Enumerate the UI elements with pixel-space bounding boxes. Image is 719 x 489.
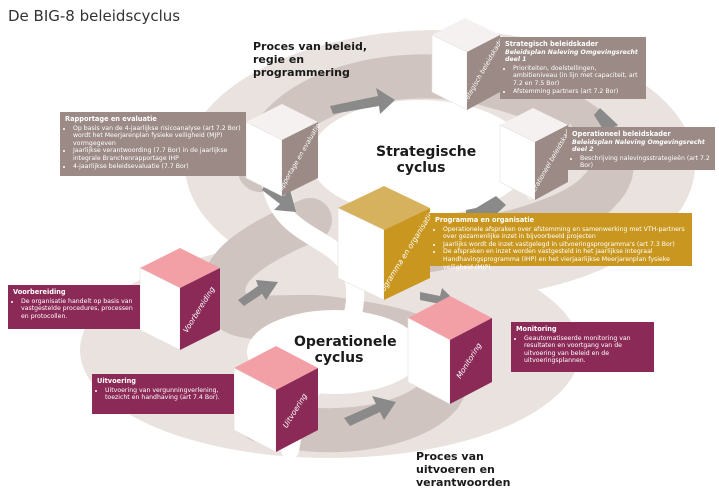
list-item: Operationele afspraken over afstemming e…	[443, 226, 687, 241]
box-operationeel: Operationeel beleidskader Beleidsplan Na…	[567, 127, 715, 170]
box-monitoring: Monitoring Geautomatiseerde monitoring v…	[511, 322, 654, 372]
list-item: 4-jaarlijkse beleidsevaluatie (7.7 Bor)	[73, 163, 241, 171]
box-strategisch-title: Strategisch beleidskader	[505, 40, 599, 48]
box-operationeel-subtitle: Beleidsplan Naleving Omgevingsrecht deel…	[572, 138, 705, 154]
list-item: Geautomatiseerde monitoring van resultat…	[524, 335, 649, 365]
list-item: Jaarlijkse verantwoording (7.7 Bor) in d…	[73, 147, 241, 162]
box-programma-title: Programma en organisatie	[435, 216, 535, 224]
label-strategische-cyclus: Strategische cyclus	[376, 144, 477, 176]
box-operationeel-title: Operationeel beleidskader	[572, 130, 671, 138]
list-item: Afstemming partners (art 7.2 Bor)	[513, 88, 641, 96]
label-operationele-cyclus: Operationele cyclus	[294, 334, 397, 366]
diagram-stage: Strategisch beleidskader Operationeel be…	[0, 0, 719, 474]
box-rapportage: Rapportage en evaluatie Op basis van de …	[60, 112, 246, 176]
label-proces-beleid: Proces van beleid, regie en programmerin…	[253, 40, 368, 79]
cube-monitoring	[407, 296, 492, 405]
list-item: Uitvoering van vergunningverlening, toez…	[105, 387, 229, 402]
box-monitoring-list: Geautomatiseerde monitoring van resultat…	[516, 335, 649, 365]
box-uitvoering-list: Uitvoering van vergunningverlening, toez…	[97, 387, 229, 402]
box-monitoring-title: Monitoring	[516, 325, 557, 333]
cube-rapportage	[245, 104, 318, 197]
cube-strategisch	[431, 18, 500, 111]
list-item: Op basis van de 4-jaarlijkse risicoanaly…	[73, 125, 241, 148]
box-uitvoering-title: Uitvoering	[97, 377, 136, 385]
box-voorbereiding-list: De organisatie handelt op basis van vast…	[13, 298, 135, 321]
cube-operationeel	[499, 108, 568, 201]
box-strategisch-list: Prioriteiten, doelstellingen, ambitieniv…	[505, 65, 641, 95]
cube-voorbereiding	[139, 248, 220, 351]
list-item: Prioriteiten, doelstellingen, ambitieniv…	[513, 65, 641, 88]
arrow-bottom	[344, 396, 396, 426]
list-item: Beschrijving nalevingsstrategieën (art 7…	[580, 155, 710, 170]
list-item: De afspraken en inzet worden vastgesteld…	[443, 248, 687, 271]
label-proces-uitvoeren: Proces van uitvoeren en verantwoorden	[416, 450, 511, 489]
box-operationeel-list: Beschrijving nalevingsstrategieën (art 7…	[572, 155, 710, 170]
box-rapportage-list: Op basis van de 4-jaarlijkse risicoanaly…	[65, 125, 241, 171]
cube-uitvoering	[233, 346, 318, 453]
list-item: De organisatie handelt op basis van vast…	[21, 298, 135, 321]
page-title: De BIG-8 beleidscyclus	[8, 7, 181, 25]
list-item: Jaarlijks wordt de inzet vastgelegd in u…	[443, 241, 687, 249]
box-strategisch-subtitle: Beleidsplan Naleving Omgevingsrecht deel…	[505, 48, 638, 64]
box-strategisch: Strategisch beleidskader Beleidsplan Nal…	[500, 37, 646, 99]
box-uitvoering: Uitvoering Uitvoering van vergunningverl…	[92, 374, 234, 414]
cube-programma	[337, 186, 430, 301]
box-rapportage-title: Rapportage en evaluatie	[65, 115, 157, 123]
box-voorbereiding: Voorbereiding De organisatie handelt op …	[8, 285, 140, 329]
box-programma: Programma en organisatie Operationele af…	[430, 213, 692, 271]
arrow-top	[330, 88, 395, 114]
strategic-inner	[310, 100, 530, 216]
box-voorbereiding-title: Voorbereiding	[13, 288, 66, 296]
arrow-mid-left	[238, 280, 278, 306]
box-programma-list: Operationele afspraken over afstemming e…	[435, 226, 687, 272]
